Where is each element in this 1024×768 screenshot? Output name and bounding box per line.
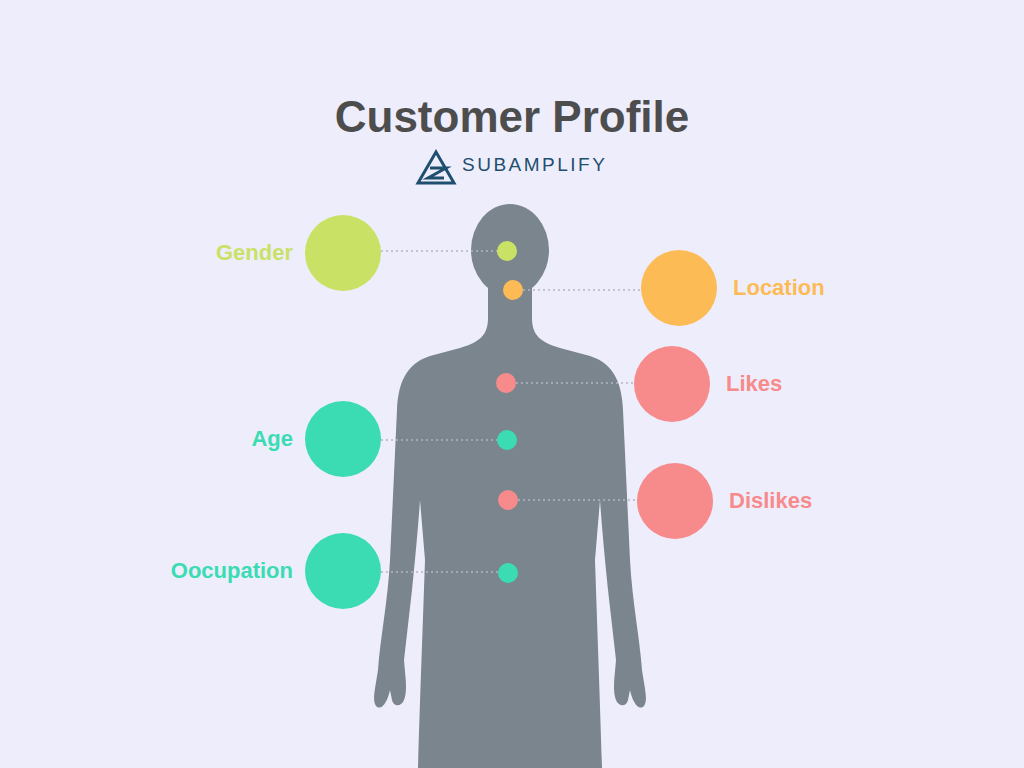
circle-shape xyxy=(305,215,381,291)
attribute-circle: Likes xyxy=(634,346,710,422)
attribute-circle: Gender xyxy=(305,215,381,291)
attribute-label: Oocupation xyxy=(171,558,293,584)
attribute-label: Dislikes xyxy=(729,488,812,514)
brand-name: SUBAMPLIFY xyxy=(462,154,607,176)
attribute-circle: Dislikes xyxy=(637,463,713,539)
attribute-circle: Oocupation xyxy=(305,533,381,609)
circle-shape xyxy=(637,463,713,539)
body-dots xyxy=(496,241,523,583)
circle-shape xyxy=(305,401,381,477)
human-silhouette xyxy=(374,204,646,768)
attribute-label: Gender xyxy=(216,240,293,266)
circle-shape xyxy=(641,250,717,326)
attribute-circle: Age xyxy=(305,401,381,477)
diagram-title: Customer Profile xyxy=(0,92,1024,142)
attribute-circle: Location xyxy=(641,250,717,326)
leader-lines xyxy=(381,251,641,572)
attribute-label: Likes xyxy=(726,371,782,397)
attribute-label: Age xyxy=(251,426,293,452)
circle-shape xyxy=(305,533,381,609)
attribute-label: Location xyxy=(733,275,825,301)
logo-icon xyxy=(418,152,454,183)
circle-shape xyxy=(634,346,710,422)
